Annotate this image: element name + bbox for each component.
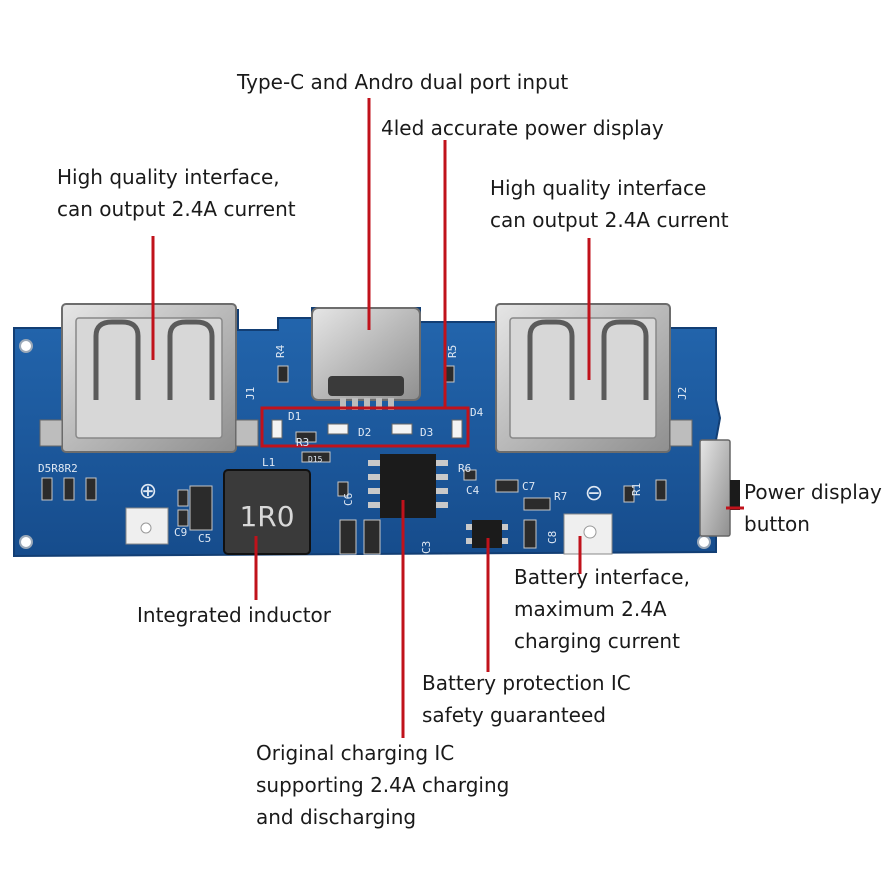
charging-ic	[368, 454, 448, 518]
ref-r7: R7	[554, 490, 567, 503]
led-row	[260, 406, 470, 448]
ref-c5: C5	[198, 532, 211, 545]
ref-r6: R6	[458, 462, 471, 475]
ref-r3: R3	[296, 436, 309, 449]
silkscreen-refs: R4 R5 D1 D2 D3 D4 R3 L1 J1 J2 D5R8R2 C9 …	[38, 344, 689, 554]
label-battery-interface: Battery interface, maximum 2.4A charging…	[514, 565, 690, 653]
ref-c8: C8	[546, 531, 559, 544]
inductor: 1R0	[223, 469, 311, 555]
ref-d2: D2	[358, 426, 371, 439]
ref-d1: D1	[288, 410, 301, 423]
label-power-button: Power display button	[744, 480, 882, 536]
ref-c9: C9	[174, 526, 187, 539]
ref-l1: L1	[262, 456, 275, 469]
ref-r4: R4	[274, 344, 287, 358]
ref-d5r8r2: D5R8R2	[38, 462, 78, 475]
ref-c7: C7	[522, 480, 535, 493]
usb-port-left	[39, 303, 259, 453]
ref-j1: J1	[244, 387, 257, 400]
ref-d3: D3	[420, 426, 433, 439]
ref-r5: R5	[446, 345, 459, 358]
ref-d4: D4	[470, 406, 484, 419]
label-usb-right: High quality interface can output 2.4A c…	[490, 176, 729, 232]
ref-c6: C6	[342, 493, 355, 506]
label-led-display: 4led accurate power display	[381, 116, 664, 140]
label-protection-ic: Battery protection IC safety guaranteed	[422, 671, 631, 727]
type-c-port	[311, 307, 421, 410]
ref-c3: C3	[420, 541, 433, 554]
ref-j2: J2	[676, 387, 689, 400]
label-type-c-input: Type-C and Andro dual port input	[237, 70, 569, 94]
label-charging-ic: Original charging IC supporting 2.4A cha…	[256, 741, 510, 829]
minus-sign: ⊖	[585, 481, 603, 506]
usb-port-right	[495, 303, 693, 453]
battery-pads	[125, 507, 613, 555]
ref-c4: C4	[466, 484, 480, 497]
callout-lines	[151, 98, 744, 738]
label-inductor: Integrated inductor	[137, 603, 331, 627]
inductor-marking: 1R0	[239, 500, 294, 533]
power-display-switch	[699, 439, 740, 537]
ref-d15: D15	[308, 455, 323, 464]
label-usb-left: High quality interface, can output 2.4A …	[57, 165, 296, 221]
ref-r1: R1	[630, 483, 643, 496]
smd-components	[41, 365, 667, 555]
plus-sign: ⊕	[139, 479, 157, 504]
